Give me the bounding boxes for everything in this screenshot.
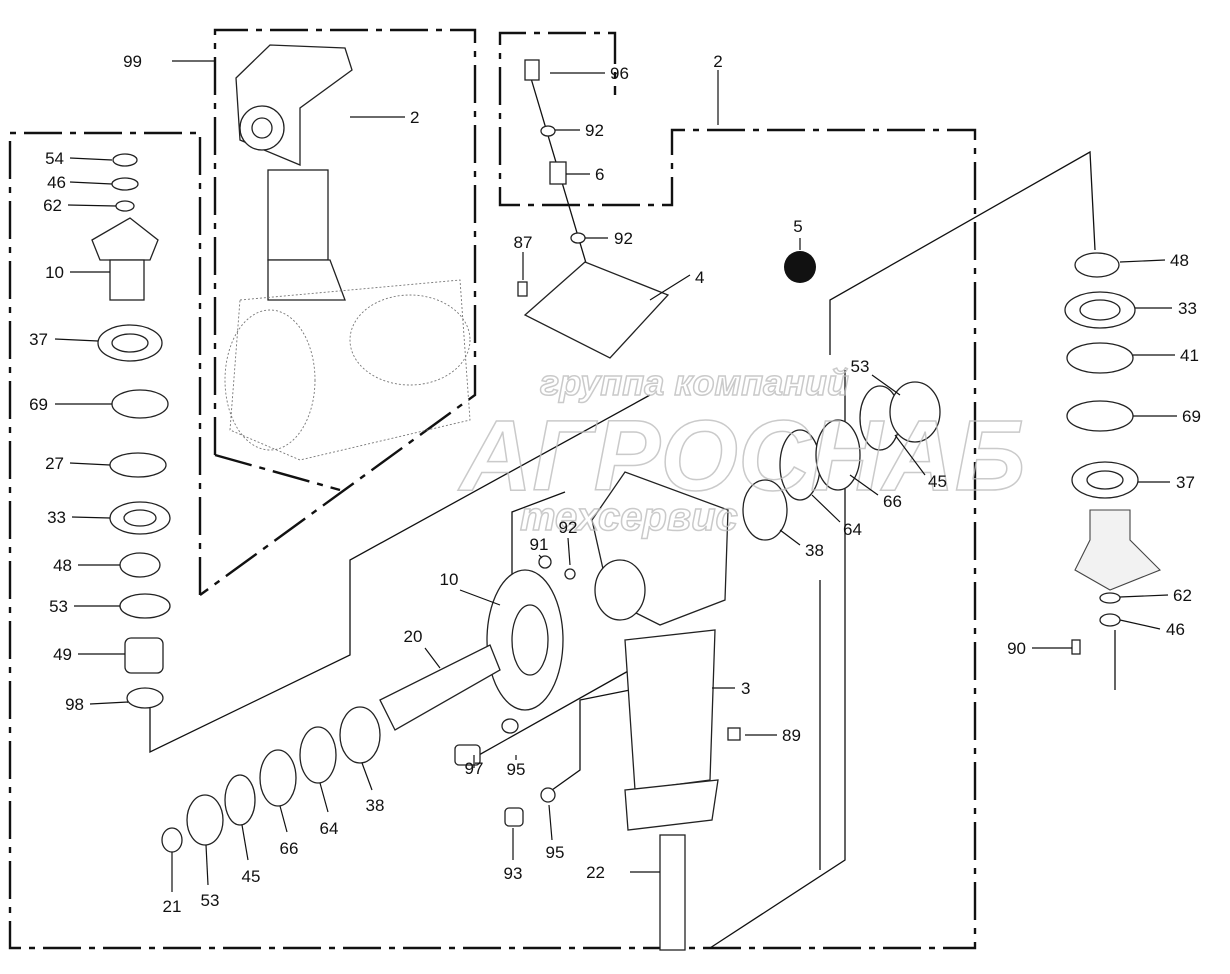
callout-label: 98: [65, 695, 84, 714]
leader-line: [459, 589, 501, 606]
callout-label: 64: [320, 819, 339, 838]
leader-line: [71, 516, 111, 519]
callout-label: 45: [242, 867, 261, 886]
leader-line: [69, 157, 113, 161]
callout-label: 95: [507, 760, 526, 779]
leader-line: [54, 338, 99, 342]
leader-line: [1119, 259, 1166, 263]
leader-line: [205, 844, 209, 886]
callout-label: 6: [595, 165, 604, 184]
callout-label: 45: [928, 472, 947, 491]
callout-label: 62: [1173, 586, 1192, 605]
callout-label: 90: [1007, 639, 1026, 658]
callout-label: 66: [883, 492, 902, 511]
leader-line: [69, 462, 111, 466]
leader-line: [779, 529, 801, 546]
callout-label: 41: [1180, 346, 1199, 365]
leader-line: [567, 537, 571, 566]
callout-label: 4: [695, 268, 704, 287]
watermark-line1: группа компаний: [540, 362, 849, 403]
leader-line: [279, 805, 288, 833]
callout-label: 33: [47, 508, 66, 527]
callout-label: 53: [49, 597, 68, 616]
leader-line: [1119, 619, 1161, 630]
leader-line: [424, 647, 441, 669]
leader-line: [811, 494, 841, 523]
callout-label: 38: [366, 796, 385, 815]
watermark-line2: АГРОСНАБ: [457, 400, 1026, 512]
callout-label: 2: [713, 52, 722, 71]
callout-label: 92: [559, 518, 578, 537]
callout-label: 92: [614, 229, 633, 248]
callout-label: 62: [43, 196, 62, 215]
callout-label: 10: [45, 263, 64, 282]
watermark: группа компаний АГРОСНАБ техсервис: [456, 361, 1026, 540]
leader-line: [319, 782, 329, 813]
callout-label: 69: [29, 395, 48, 414]
callout-label: 37: [1176, 473, 1195, 492]
leader-line: [849, 474, 879, 496]
callout-label: 46: [47, 173, 66, 192]
callout-label: 53: [851, 357, 870, 376]
callout-label: 48: [1170, 251, 1189, 270]
callout-label: 97: [465, 759, 484, 778]
callout-label: 10: [440, 570, 459, 589]
leader-line: [89, 701, 129, 705]
callout-label: 5: [793, 217, 802, 236]
callout-label: 33: [1178, 299, 1197, 318]
leader-line: [241, 824, 249, 861]
leader-line: [548, 804, 553, 841]
callout-label: 96: [610, 64, 629, 83]
part-marker-dot: [784, 251, 816, 283]
callout-label: 49: [53, 645, 72, 664]
leader-line: [871, 374, 901, 396]
parts: [91, 44, 1161, 951]
callout-label: 89: [782, 726, 801, 745]
callout-label: 87: [514, 233, 533, 252]
callout-label: 27: [45, 454, 64, 473]
callout-label: 92: [585, 121, 604, 140]
callout-label: 93: [504, 864, 523, 883]
leader-line: [649, 274, 691, 301]
leader-line: [67, 204, 117, 207]
callout-label: 54: [45, 149, 64, 168]
callout-label: 3: [741, 679, 750, 698]
callout-label: 21: [163, 897, 182, 916]
callout-label: 99: [123, 52, 142, 71]
leader-line: [894, 434, 926, 476]
callout-label: 91: [530, 535, 549, 554]
callout-label: 37: [29, 330, 48, 349]
watermark-line3: техсервис: [520, 495, 738, 539]
leader-line: [538, 554, 543, 559]
leader-line: [361, 762, 373, 791]
callouts: 99 2 54 46 62 10 37 69 27 33 48 53 49 98 96 92 6 92 87 4 2 5 5…: [29, 52, 1201, 916]
callout-label: 48: [53, 556, 72, 575]
callout-label: 20: [404, 627, 423, 646]
callout-label: 95: [546, 843, 565, 862]
callout-label: 64: [843, 520, 862, 539]
leader-line: [1119, 594, 1169, 598]
callout-label: 66: [280, 839, 299, 858]
callout-label: 46: [1166, 620, 1185, 639]
callout-label: 53: [201, 891, 220, 910]
callout-label: 38: [805, 541, 824, 560]
callout-label: 22: [586, 863, 605, 882]
callout-label: 2: [410, 108, 419, 127]
callout-label: 69: [1182, 407, 1201, 426]
boundary-lines: [8, 28, 977, 950]
leader-line: [69, 181, 113, 185]
